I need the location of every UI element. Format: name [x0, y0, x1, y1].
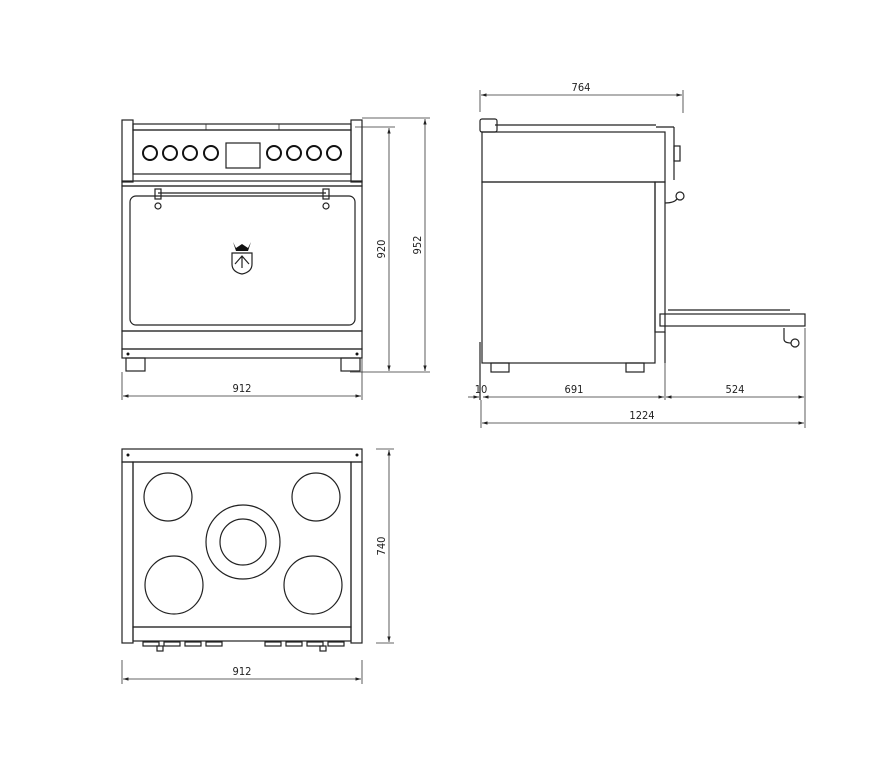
knob-icon	[306, 145, 322, 161]
door-open-dimension: 524	[726, 383, 745, 396]
front-view: 912 920 952	[121, 117, 430, 400]
knob-icon	[286, 145, 302, 161]
cooktop-surface	[132, 461, 352, 628]
knob-icon	[326, 145, 342, 161]
oven-door-glass	[129, 195, 356, 326]
rear-gap-dimension: 10	[475, 383, 488, 396]
top-view: 912 740	[121, 448, 394, 684]
width-dimension: 912	[233, 382, 252, 395]
rear-upstand	[479, 118, 498, 133]
front-knob-row	[142, 641, 345, 652]
open-door-tray	[659, 313, 806, 327]
side-view: 764 10 691 524 1224	[468, 81, 806, 428]
cooking-zone	[143, 472, 193, 522]
foot	[125, 357, 146, 372]
top-width-dimension: 912	[233, 665, 252, 678]
left-top-post	[121, 119, 134, 183]
foot	[340, 357, 361, 372]
dual-cooking-zone	[205, 504, 281, 580]
total-depth-dimension: 1224	[629, 409, 654, 422]
height-dimension: 920	[375, 240, 388, 259]
drawer	[121, 330, 363, 350]
side-knob	[673, 145, 681, 162]
foot	[490, 362, 510, 373]
cooking-zone	[291, 472, 341, 522]
cooking-zone	[144, 555, 204, 615]
control-knobs	[142, 145, 342, 161]
knob-icon	[162, 145, 178, 161]
top-depth-dimension: 740	[375, 537, 388, 556]
oven-door-side	[654, 181, 666, 333]
control-panel	[132, 129, 352, 175]
knob-icon	[266, 145, 282, 161]
brand-logo-icon	[231, 242, 253, 275]
side-body	[481, 181, 656, 364]
body-depth-dimension: 691	[565, 383, 584, 396]
total-height-dimension: 952	[411, 236, 424, 255]
display-window	[225, 142, 261, 169]
knob-icon	[203, 145, 219, 161]
rear-strip	[121, 448, 363, 463]
knob-icon	[142, 145, 158, 161]
right-top-post	[350, 119, 363, 183]
depth-dimension: 764	[572, 81, 591, 94]
side-control-section	[481, 131, 666, 183]
cooktop-edge	[132, 123, 352, 131]
plinth	[121, 348, 363, 359]
cooking-zone	[283, 555, 343, 615]
foot	[625, 362, 645, 373]
knob-icon	[182, 145, 198, 161]
